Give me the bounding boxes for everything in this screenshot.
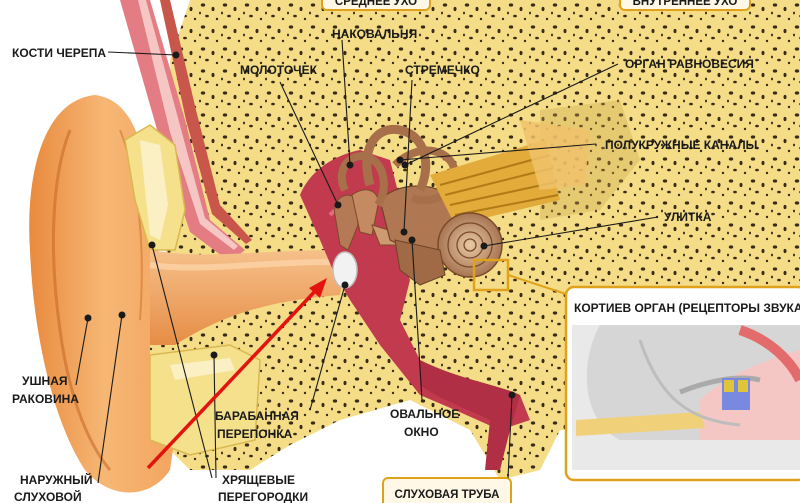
leader-lines [75,39,659,484]
label-incus: НАКОВАЛЬНЯ [332,27,417,41]
scalp-layers [120,0,252,262]
external-auditory-canal [149,250,345,345]
red-annotation-arrow [146,278,327,470]
label-cartilage-line2: ПЕРЕГОРОДКИ [218,490,308,503]
ossicles [334,189,401,251]
label-cartilage-line1: ХРЯЩЕВЫЕ [222,473,295,487]
header-middle-ear: СРЕДНЕЕ УХО [321,0,431,11]
corti-illustration [572,325,800,470]
middle-ear-header: СРЕДНЕЕ УХО [335,0,417,8]
label-external-canal-line2: СЛУХОВОЙ [14,489,82,503]
inner-ear [337,120,590,286]
auditory-tube-header: СЛУХОВАЯ ТРУБА [395,489,500,501]
label-pinna-line1: УШНАЯ [22,374,67,388]
corti-connector-line [507,274,567,295]
label-skull-bones: КОСТИ ЧЕРЕПА [12,46,106,60]
label-vestibular-organ: ОРГАН РАВНОВЕСИЯ [625,57,754,71]
label-external-canal-line1: НАРУЖНЫЙ [20,472,93,487]
label-malleus: МОЛОТОЧЕК [240,63,318,77]
label-pinna-line2: РАКОВИНА [12,392,79,406]
auditory-tube-shape [420,360,520,470]
inner-ear-header: ВНУТРЕННЕЕ УХО [633,0,738,8]
label-eardrum-line1: БАРАБАННАЯ [215,409,299,423]
cartilage [124,124,261,456]
corti-inset-panel: КОРТИЕВ ОРГАН (РЕЦЕПТОРЫ ЗВУКА [564,285,800,482]
header-auditory-tube: СЛУХОВАЯ ТРУБА [382,477,512,503]
label-semicircular-canals: ПОЛУКРУЖНЫЕ КАНАЛЫ [605,138,757,152]
label-oval-window-line1: ОВАЛЬНОЕ [390,407,459,421]
label-eardrum-line2: ПЕРЕПОНКА [217,427,293,441]
label-cochlea: УЛИТКА [664,210,712,224]
label-oval-window-line2: ОКНО [404,425,439,439]
header-inner-ear: ВНУТРЕННЕЕ УХО [619,0,751,11]
label-stapes: СТРЕМЕЧКО [405,63,480,77]
corti-inset-title: КОРТИЕВ ОРГАН (РЕЦЕПТОРЫ ЗВУКА [574,301,800,315]
